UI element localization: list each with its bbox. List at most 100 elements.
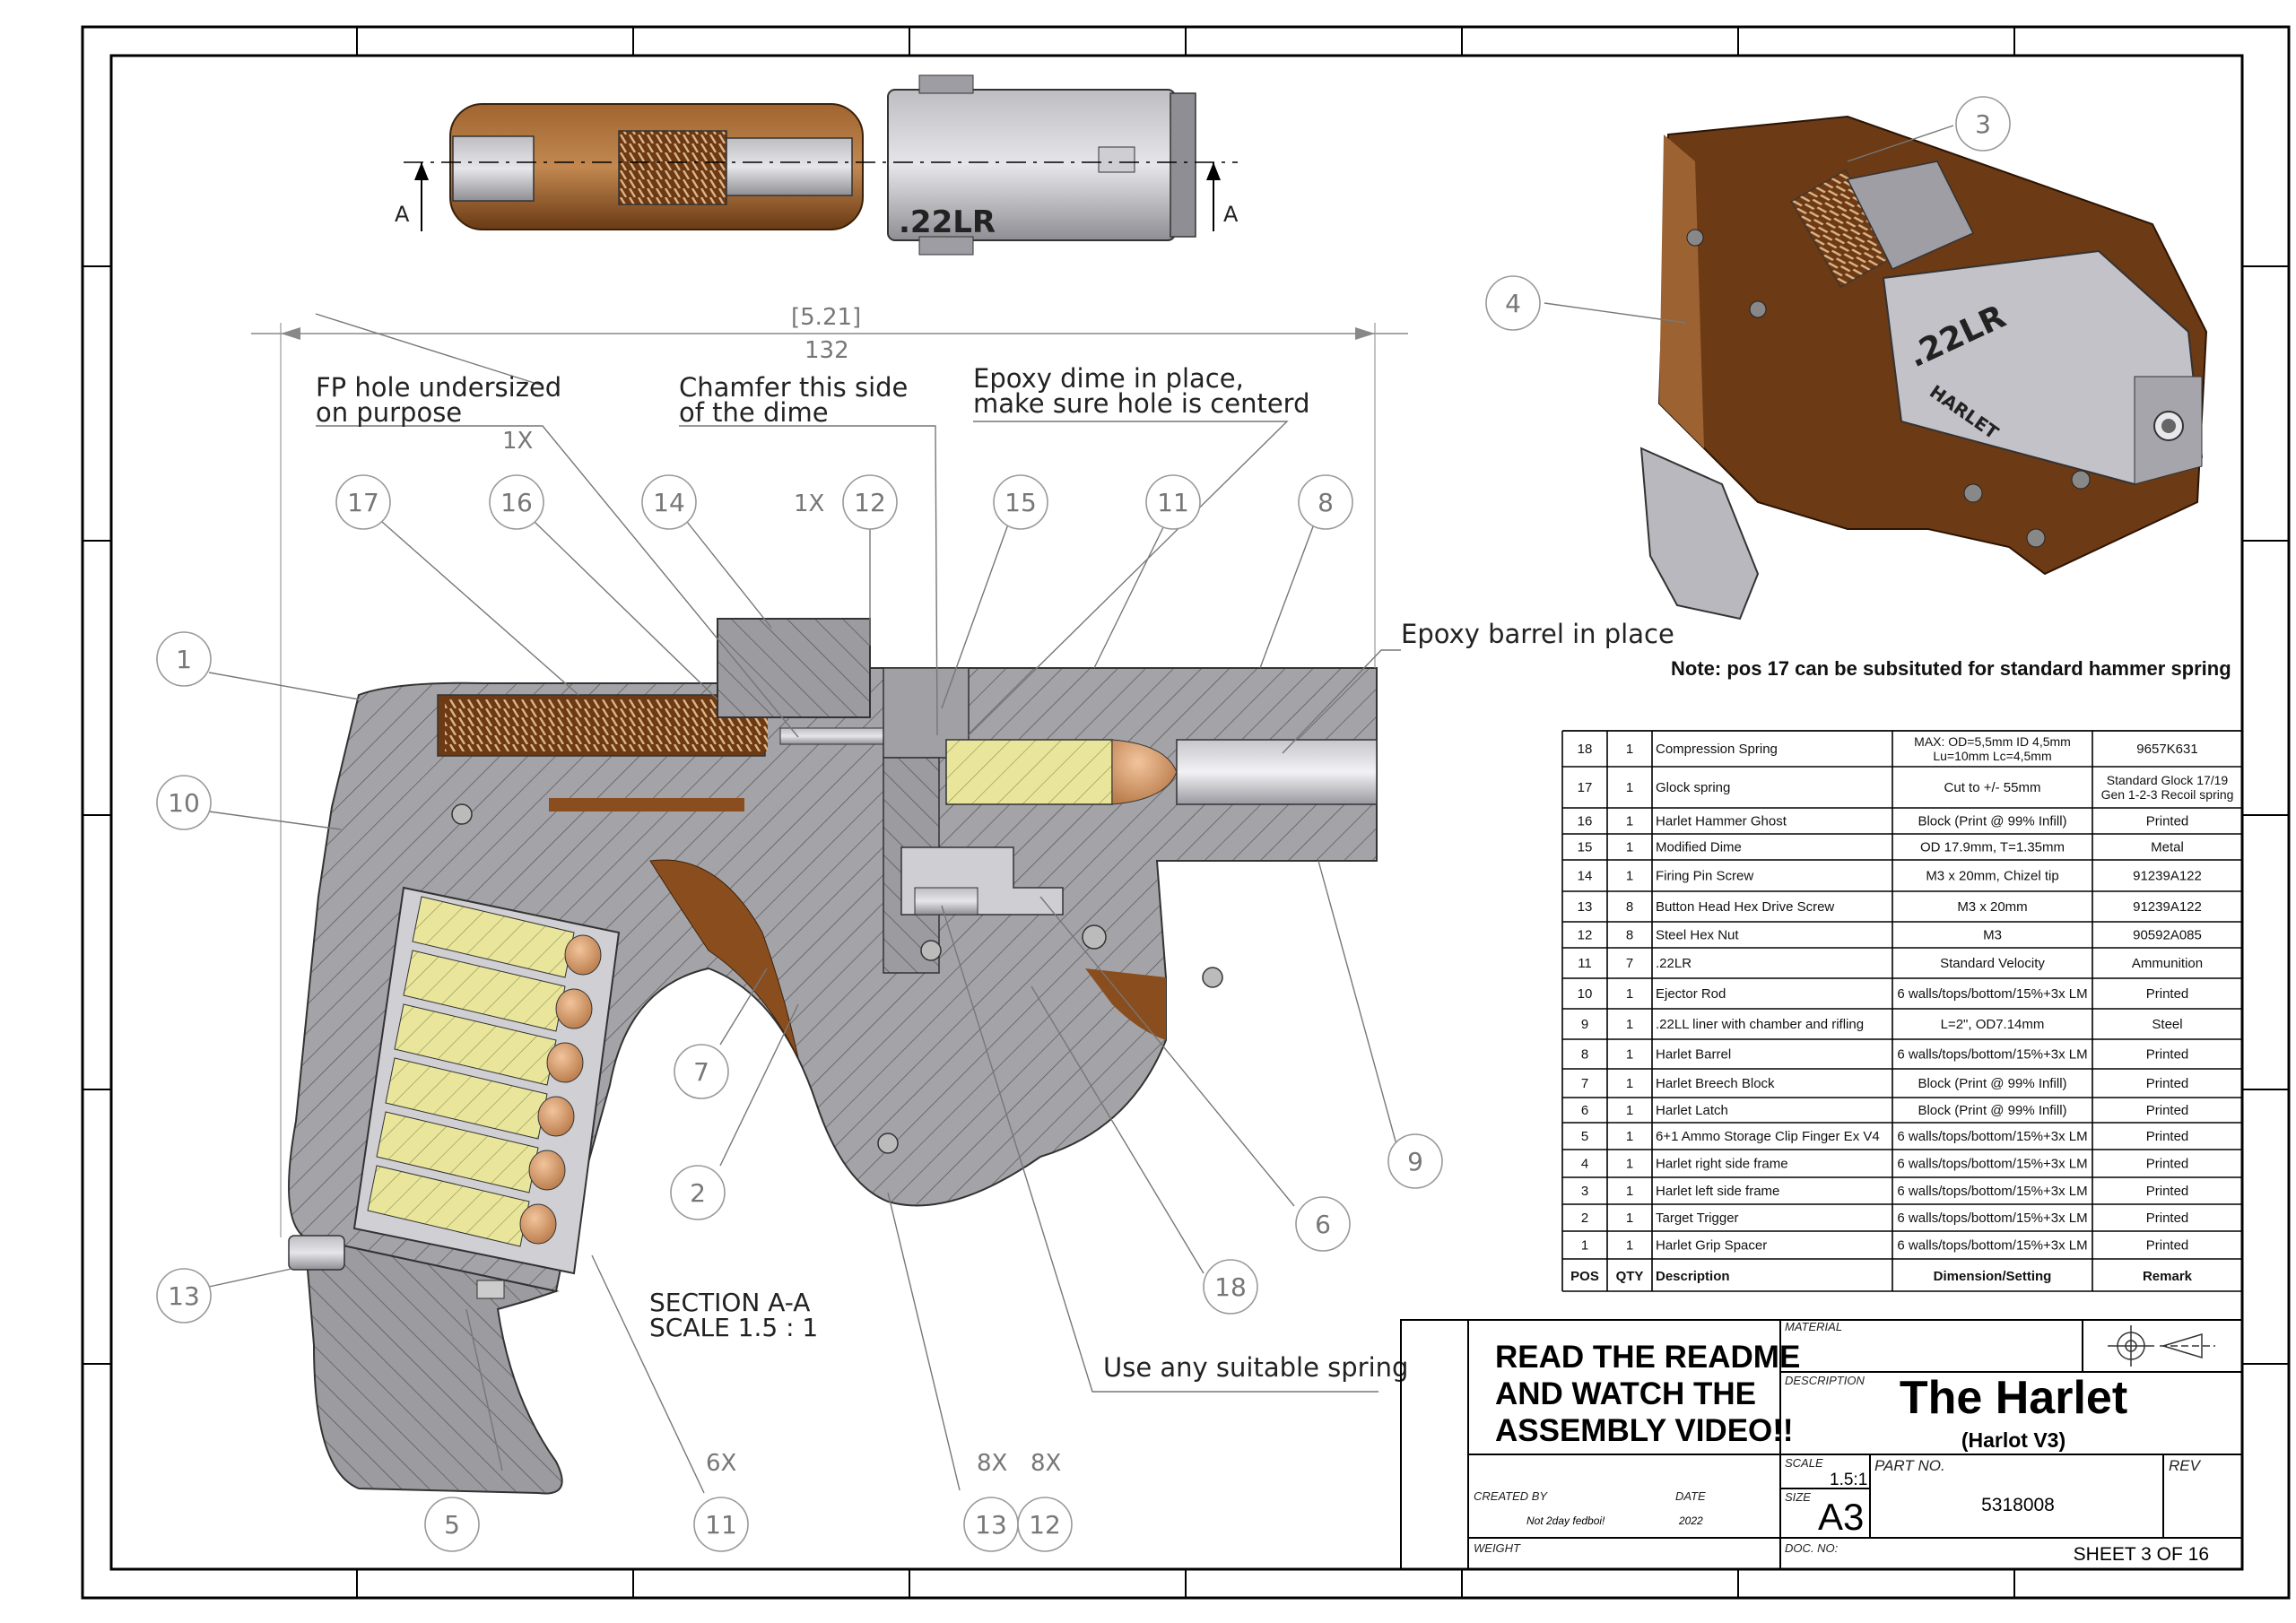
created-by-label: CREATED BY xyxy=(1474,1489,1548,1503)
balloon-12-top: 12 xyxy=(854,488,886,517)
drawing-subtitle: (Harlot V3) xyxy=(1961,1428,2066,1452)
bom-row-description: Compression Spring xyxy=(1656,742,1778,757)
bom-row-dimension: 6 walls/tops/bottom/15%+3x LM xyxy=(1897,1129,2087,1144)
bom-row-qty: 1 xyxy=(1626,1211,1633,1226)
bom-row-description: Target Trigger xyxy=(1656,1211,1739,1226)
bom-row-dimension: Block (Print @ 99% Infill) xyxy=(1918,1103,2066,1118)
top-view-section-label-right: A xyxy=(1223,202,1239,227)
description-label: DESCRIPTION xyxy=(1785,1374,1865,1387)
bom-row-description: .22LL liner with chamber and rifling xyxy=(1656,1017,1864,1032)
bom-row-qty: 1 xyxy=(1626,1129,1633,1144)
bom-row-remark: Printed xyxy=(2146,1047,2189,1063)
bom-row-qty: 1 xyxy=(1626,1076,1633,1091)
bom-header-dimension: Dimension/Setting xyxy=(1934,1269,2052,1284)
readme-line1: READ THE README xyxy=(1495,1340,1800,1375)
bom-row-dimension: OD 17.9mm, T=1.35mm xyxy=(1920,840,2065,855)
bom-row-qty: 1 xyxy=(1626,1157,1633,1172)
bom-row-qty: 8 xyxy=(1626,899,1633,915)
bom-row-pos: 3 xyxy=(1581,1184,1588,1199)
fp-hole-note-line2: on purpose xyxy=(316,397,462,428)
balloons xyxy=(156,96,2011,1552)
balloon-13-left: 13 xyxy=(168,1281,200,1311)
bom-row-remark: Metal xyxy=(2151,840,2184,855)
bom-row-dimension: 6 walls/tops/bottom/15%+3x LM xyxy=(1897,986,2087,1002)
balloon-17: 17 xyxy=(347,488,379,517)
weight-label: WEIGHT xyxy=(1474,1541,1521,1555)
bom-row-dimension: MAX: OD=5,5mm ID 4,5mm xyxy=(1914,734,2071,749)
bom-row-remark: 9657K631 xyxy=(2136,742,2197,757)
bom-row-remark: Steel xyxy=(2152,1017,2182,1032)
bom-row-description: Modified Dime xyxy=(1656,840,1742,855)
rev-label: REV xyxy=(2169,1457,2202,1474)
balloon-18: 18 xyxy=(1214,1272,1247,1302)
balloon-11-bottom: 11 xyxy=(705,1510,737,1540)
bom-row-dimension-2: Lu=10mm Lc=4,5mm xyxy=(1933,749,2051,763)
overall-length-dimension: [5.21] 132 xyxy=(251,304,1408,1237)
bom-row-description: Harlet Breech Block xyxy=(1656,1076,1775,1091)
bom-row-pos: 4 xyxy=(1581,1157,1588,1172)
readme-line3: ASSEMBLY VIDEO!! xyxy=(1495,1413,1794,1448)
balloon-14: 14 xyxy=(653,488,685,517)
epoxy-barrel-note: Epoxy barrel in place xyxy=(1401,619,1674,649)
bom-row-remark-2: Gen 1-2-3 Recoil spring xyxy=(2101,787,2234,802)
balloon-4: 4 xyxy=(1505,289,1521,318)
bom-row-dimension: Cut to +/- 55mm xyxy=(1944,780,2041,795)
bom-row-description: .22LR xyxy=(1656,956,1692,971)
bom-row-pos: 6 xyxy=(1581,1103,1588,1118)
bom-row-remark: Ammunition xyxy=(2132,956,2203,971)
balloon-7: 7 xyxy=(693,1057,709,1087)
date-value: 2022 xyxy=(1678,1515,1703,1527)
bom-row-qty: 1 xyxy=(1626,986,1633,1002)
bom-row-qty: 1 xyxy=(1626,1017,1633,1032)
size-value: A3 xyxy=(1818,1496,1864,1538)
chamfer-note-line1: Chamfer this side xyxy=(679,372,908,403)
bom-row-remark: Printed xyxy=(2146,1157,2189,1172)
balloon-6: 6 xyxy=(1315,1210,1331,1239)
bom-row-qty: 1 xyxy=(1626,840,1633,855)
bom-row-pos: 7 xyxy=(1581,1076,1588,1091)
qty-mark-8x-b: 8X xyxy=(1031,1450,1061,1477)
bom-row-dimension: Standard Velocity xyxy=(1940,956,2045,971)
bom-row-remark: Standard Glock 17/19 xyxy=(2107,773,2229,787)
bom-header-qty: QTY xyxy=(1616,1269,1644,1284)
size-label: SIZE xyxy=(1785,1490,1811,1504)
top-view: A A .22LR xyxy=(395,74,1239,256)
dimension-ref-label: [5.21] xyxy=(791,304,861,331)
bom-row-dimension: 6 walls/tops/bottom/15%+3x LM xyxy=(1897,1211,2087,1226)
spring-note: Use any suitable spring xyxy=(1103,1352,1408,1383)
bom-row-pos: 18 xyxy=(1578,742,1593,757)
bom-row-pos: 2 xyxy=(1581,1211,1588,1226)
balloon-16: 16 xyxy=(500,488,533,517)
epoxy-dime-note-line2: make sure hole is centerd xyxy=(973,388,1310,419)
qty-mark-8x-a: 8X xyxy=(977,1450,1007,1477)
balloon-3: 3 xyxy=(1975,109,1991,139)
hammer-spring-note: Note: pos 17 can be subsituted for stand… xyxy=(1671,657,2231,680)
ammo-column xyxy=(352,886,621,1275)
bom-row-pos: 17 xyxy=(1578,780,1593,795)
bom-row-dimension: M3 xyxy=(1983,928,2002,943)
balloon-12-bottom: 12 xyxy=(1029,1510,1061,1540)
bom-row-description: Harlet Hammer Ghost xyxy=(1656,814,1787,829)
title-block: READ THE README AND WATCH THE ASSEMBLY V… xyxy=(1400,1319,2243,1570)
bom-row-pos: 5 xyxy=(1581,1129,1588,1144)
bom-row-pos: 9 xyxy=(1581,1017,1588,1032)
bom-row-remark: 91239A122 xyxy=(2133,899,2202,915)
bom-row-pos: 10 xyxy=(1578,986,1593,1002)
bom-row-remark: Printed xyxy=(2146,1129,2189,1144)
bom-row-remark: Printed xyxy=(2146,986,2189,1002)
bom-row-description: Button Head Hex Drive Screw xyxy=(1656,899,1834,915)
bom-row-remark: Printed xyxy=(2146,814,2189,829)
bom-row-description: Firing Pin Screw xyxy=(1656,869,1753,884)
bom-header-remark: Remark xyxy=(2143,1269,2193,1284)
callout-texts: FP hole undersized on purpose Chamfer th… xyxy=(316,363,1674,1477)
top-view-section-label-left: A xyxy=(395,202,410,227)
readme-line2: AND WATCH THE xyxy=(1495,1376,1756,1411)
leader-lines xyxy=(208,125,1954,1494)
bom-row-dimension: Block (Print @ 99% Infill) xyxy=(1918,1076,2066,1091)
drawing-title: The Harlet xyxy=(1900,1372,2127,1424)
balloon-2: 2 xyxy=(690,1178,706,1208)
part-no-label: PART NO. xyxy=(1874,1457,1945,1474)
bom-row-pos: 13 xyxy=(1578,899,1593,915)
